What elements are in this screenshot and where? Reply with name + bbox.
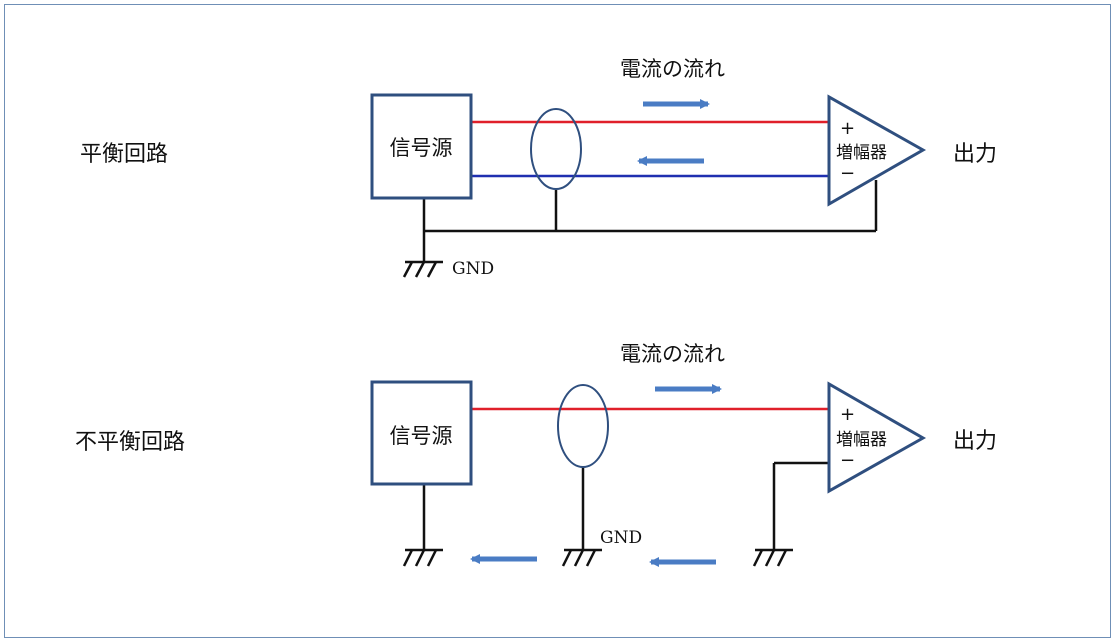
balanced-amp-minus: − (840, 163, 855, 184)
balanced-shield-ellipse (530, 108, 582, 190)
unbalanced-ground-symbol-source (402, 548, 443, 567)
unbalanced-output-label: 出力 (953, 429, 997, 454)
balanced-amp-label: 増幅器 (836, 143, 887, 163)
unbalanced-ground-symbol-amp (752, 548, 793, 567)
balanced-circuit-label: 平衡回路 (80, 142, 168, 167)
unbalanced-circuit: 不平衡回路 電流の流れ G (75, 342, 997, 567)
balanced-signal-source-box (370, 93, 473, 200)
balanced-amp-plus: + (840, 118, 855, 139)
unbalanced-amp-label: 増幅器 (836, 430, 887, 450)
balanced-flow-label: 電流の流れ (620, 57, 725, 81)
balanced-signal-source-label: 信号源 (390, 136, 453, 160)
diagram-frame (4, 4, 1111, 638)
unbalanced-amplifier-triangle (827, 381, 927, 494)
unbalanced-amp-plus: + (840, 404, 855, 425)
balanced-amplifier-triangle (827, 94, 927, 207)
unbalanced-ground-symbol-shield (561, 548, 602, 567)
unbalanced-signal-source-box (370, 380, 473, 486)
balanced-ground-symbol (402, 260, 443, 278)
balanced-gnd-label: GND (452, 259, 494, 279)
unbalanced-amp-minus: − (840, 450, 855, 471)
unbalanced-circuit-label: 不平衡回路 (75, 430, 185, 455)
unbalanced-shield-ellipse (557, 384, 609, 468)
balanced-output-label: 出力 (953, 142, 997, 167)
unbalanced-gnd-label: GND (600, 528, 642, 548)
unbalanced-flow-label: 電流の流れ (620, 342, 725, 366)
balanced-circuit: 平衡回路 電流の流れ GND 信号源 + 増幅器 − 出力 (80, 57, 997, 279)
unbalanced-signal-source-label: 信号源 (390, 424, 453, 448)
